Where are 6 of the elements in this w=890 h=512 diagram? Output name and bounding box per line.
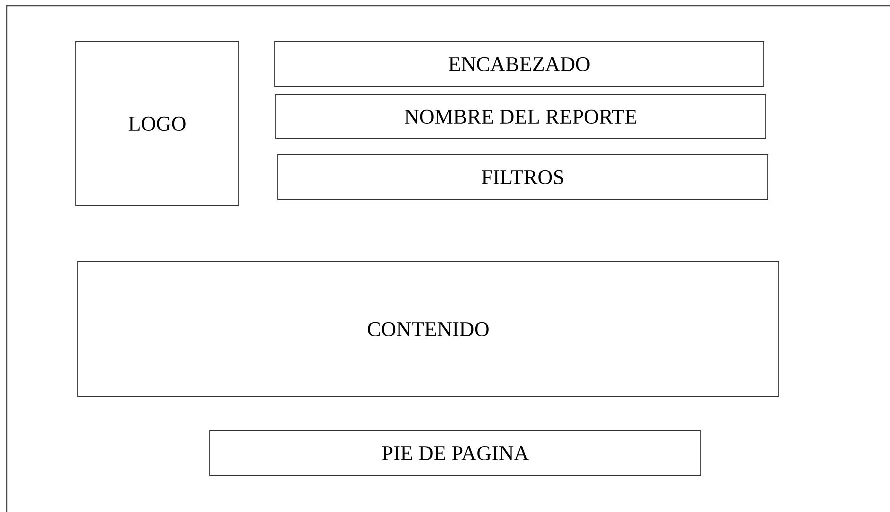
section-box: NOMBRE DEL REPORTE <box>276 94 766 140</box>
section-box: ENCABEZADO <box>274 42 764 88</box>
content-area: CONTENIDO <box>78 262 780 398</box>
section-box: LOGO <box>76 42 240 206</box>
section-box: PIE DE PAGINA <box>210 430 702 476</box>
section-box: FILTROS <box>278 154 768 200</box>
